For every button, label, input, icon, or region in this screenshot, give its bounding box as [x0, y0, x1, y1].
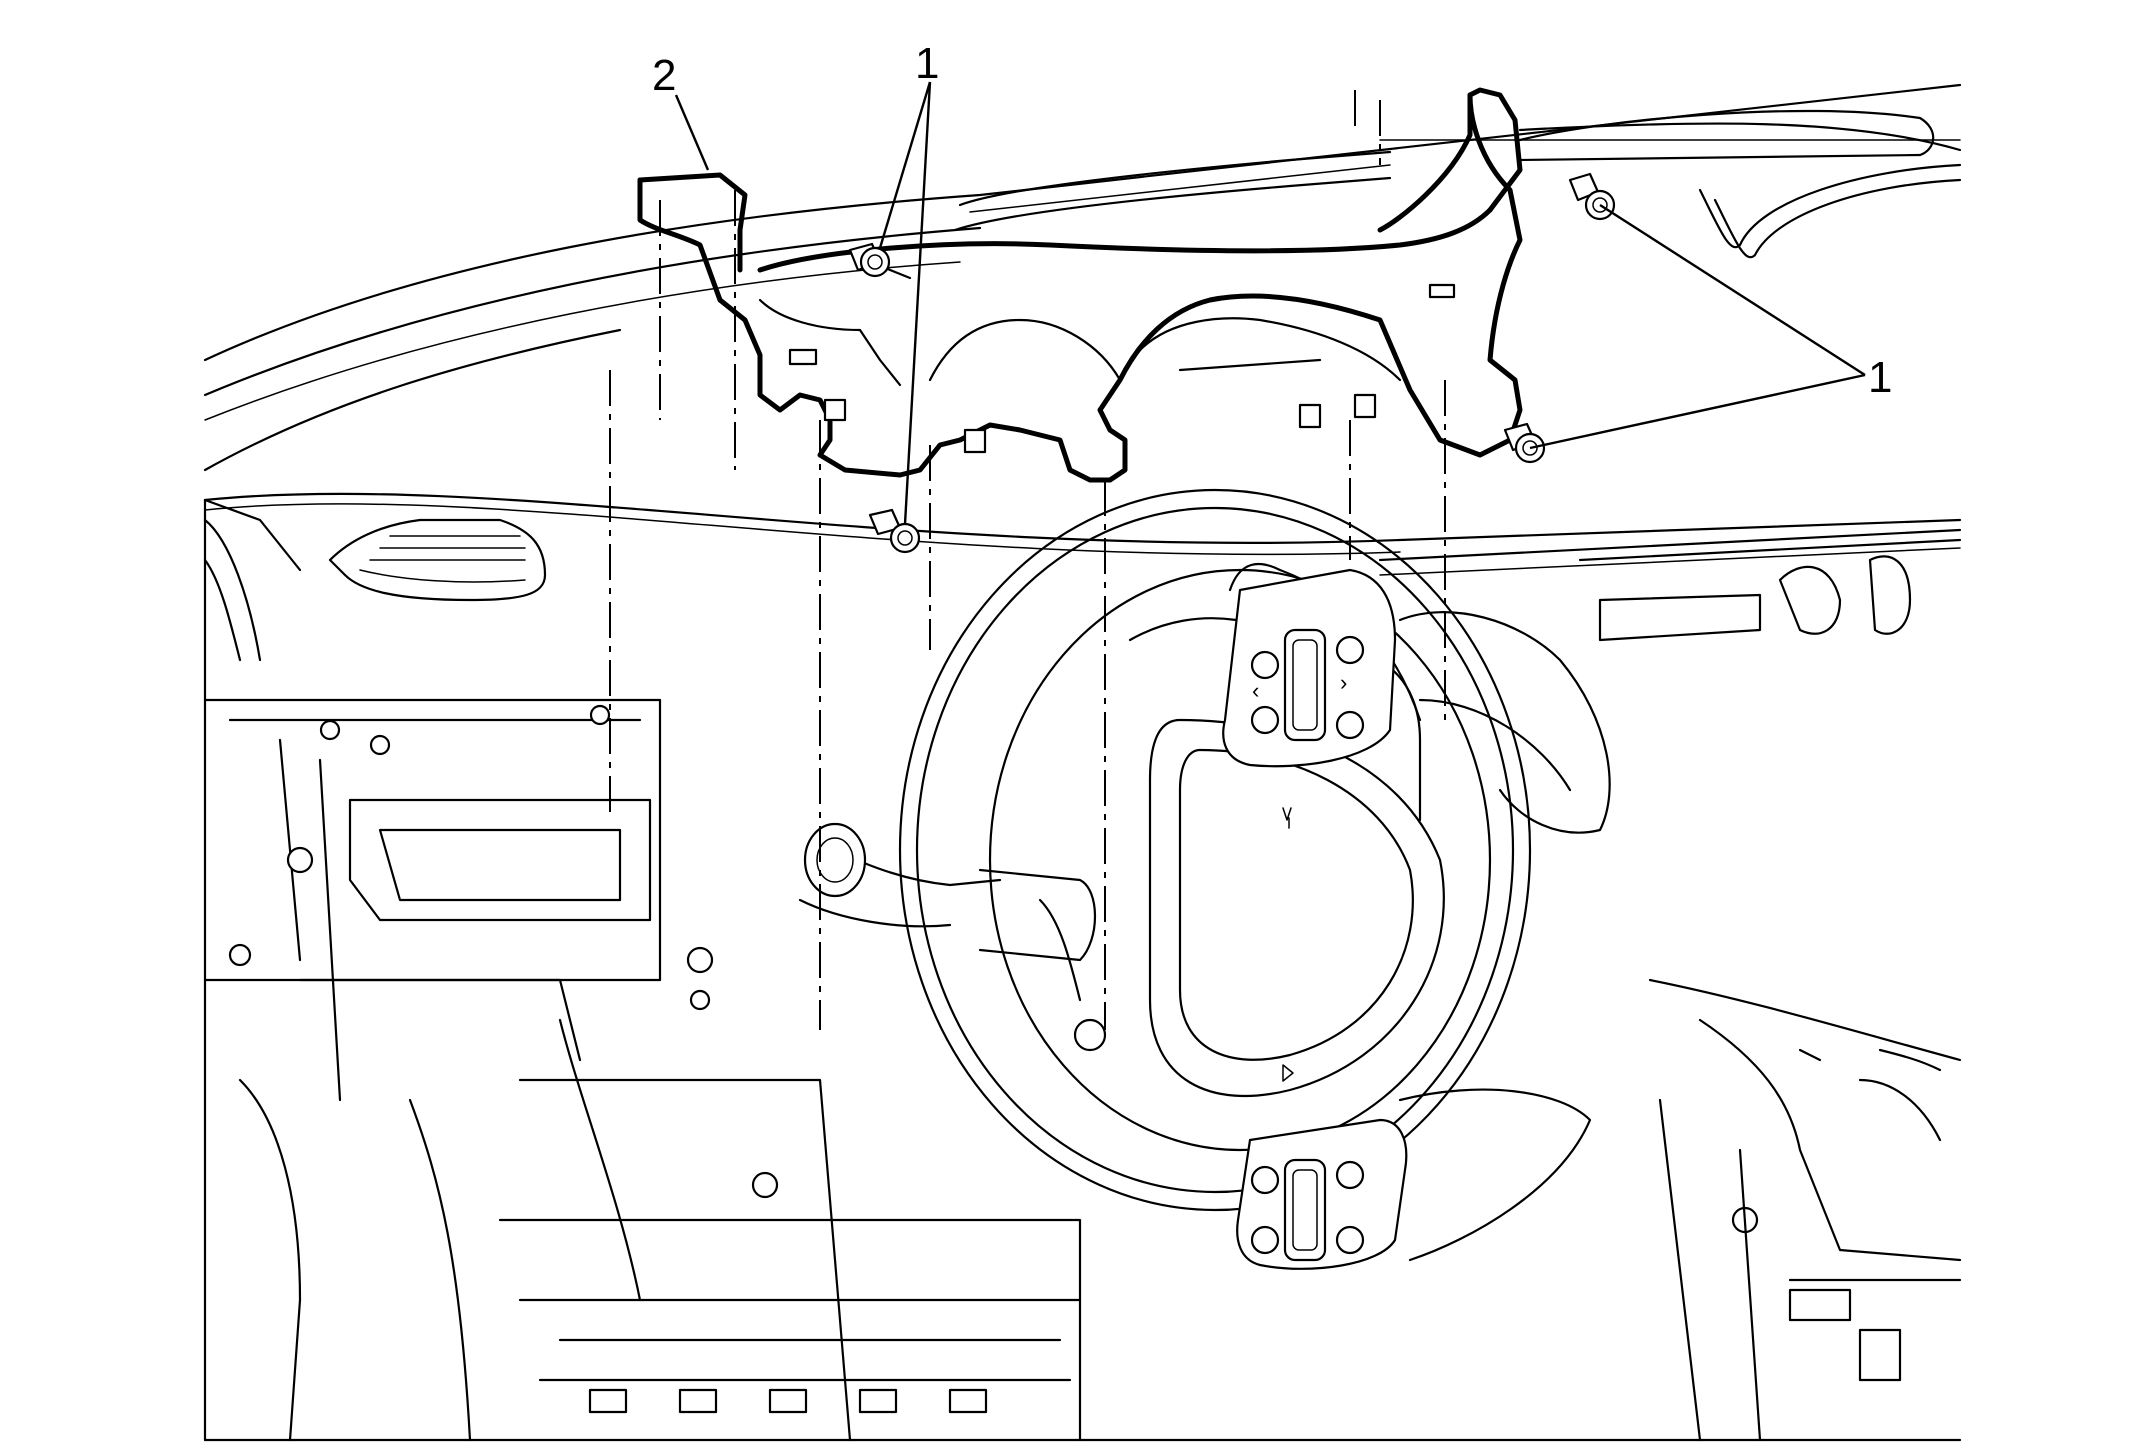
alignment-lines — [609, 90, 1446, 1030]
leader-lines — [674, 81, 1866, 525]
instrument-panel — [203, 83, 1962, 1442]
panel-nuts — [228, 704, 1759, 1234]
lower-fastener-row — [588, 1388, 988, 1414]
right-arrow-glyph: › — [1340, 670, 1347, 695]
callout-1-right-label: 1 — [1868, 353, 1892, 402]
multifunction-switch-stalk — [798, 822, 1107, 1052]
callout-1-upper-label: 1 — [915, 39, 939, 88]
screw-upper-right — [1568, 172, 1616, 221]
steering-wheel: ‹ › — [898, 488, 1611, 1270]
screw-upper-left — [848, 242, 912, 280]
left-arrow-glyph: ‹ — [1252, 678, 1259, 703]
screw-lower-left — [868, 508, 921, 554]
callout-2-label: 2 — [652, 51, 676, 100]
screw-lower-right — [1503, 422, 1546, 464]
